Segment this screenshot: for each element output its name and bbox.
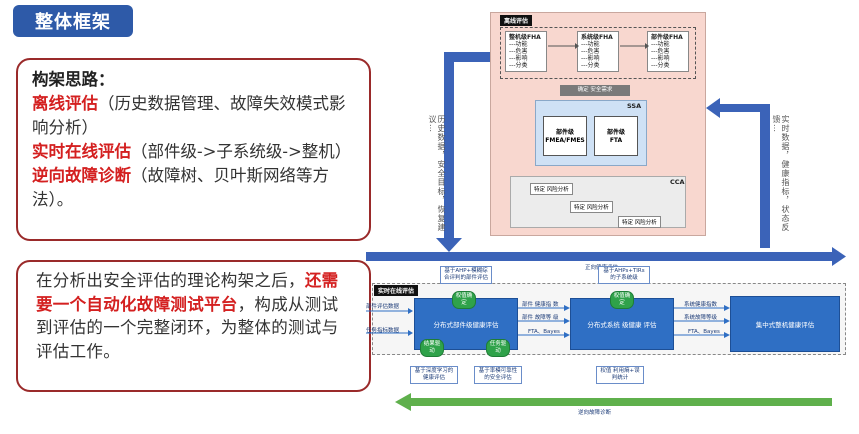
left-down-arrow — [444, 52, 454, 242]
framework-item-key: 逆向故障诊断 — [32, 166, 131, 185]
left-arrow-top — [454, 52, 490, 62]
summary-text: 在分析出安全评估的理论构架之后， — [36, 271, 305, 290]
right-vertical-text: 实时数据，健康指标，状态反馈… — [772, 115, 790, 232]
flow-label: 系统健康指数 — [684, 302, 718, 308]
green-tag: 结果驱动 — [420, 339, 444, 357]
forward-arrow — [366, 252, 836, 261]
input-label: 部件评估数据 — [366, 304, 400, 310]
flow-label: 部件 故障等 级 — [522, 315, 559, 321]
green-tag: 权值确定 — [452, 291, 476, 309]
fha-card: 系统级FHA ---功能 ---危害 ---影响 ---分类 — [577, 31, 619, 72]
ssa-label: SSA — [627, 102, 642, 110]
fmea-doc: 部件级 FMEA/FMES — [543, 116, 587, 156]
safety-requirement: 确定 安全需求 — [560, 85, 630, 96]
flow-label: 系统故障等级 — [684, 315, 718, 321]
framework-item-desc: （历史数据管理、故障失效模式影响分析） — [32, 94, 346, 137]
reverse-arrow — [410, 398, 832, 406]
framework-box: 构架思路： 离线评估（历史数据管理、故障失效模式影响分析） 实时在线评估（部件级… — [16, 58, 371, 241]
cca-chip: 特定 风险分析 — [618, 216, 661, 228]
framework-heading: 构架思路： — [32, 70, 115, 89]
flow-arrows — [518, 305, 730, 338]
left-vertical-text: 历史数据，安全目标，恢复建议… — [428, 115, 446, 232]
cca-label: CCA — [670, 178, 685, 186]
input-label: 任务指标数据 — [366, 328, 400, 334]
green-tag: 权值确定 — [610, 291, 634, 309]
fha-group — [500, 27, 696, 79]
fha-card: 整机级FHA ---功能 ---危害 ---影响 ---分类 — [505, 31, 547, 72]
right-up-arrow — [760, 108, 770, 248]
forward-arrow-head — [832, 247, 846, 266]
fha-arrows — [548, 43, 649, 49]
framework-item-desc: （部件级->子系统级->整机） — [131, 142, 352, 161]
reverse-arrow-head — [395, 393, 411, 411]
framework-item-desc: （故障树、贝叶斯网络等方法）。 — [32, 166, 329, 209]
bottom-label: 权值 利用熵+误判统计 — [596, 366, 644, 384]
realtime-header: 实时在线评估 — [374, 285, 419, 296]
page-title: 整体框架 — [13, 5, 133, 37]
summary-text: ，构成从测试到评估的一个完整闭环，为整体的测试与评估工作。 — [36, 294, 339, 361]
left-arrow-head — [436, 238, 462, 252]
framework-item-key: 离线评估 — [32, 94, 98, 113]
subsystem-assessment-box: 分布式系统 级健康 评估 — [570, 298, 674, 350]
green-tag: 任务驱动 — [486, 339, 510, 357]
framework-item-key: 实时在线评估 — [32, 142, 131, 161]
offline-header: 离线评估 — [500, 15, 533, 26]
cca-chip: 特定 风险分析 — [530, 183, 573, 195]
fha-card: 部件级FHA ---功能 ---危害 ---影响 ---分类 — [647, 31, 689, 72]
top-label: 基于AHPs+TIRs的子系统级 — [598, 266, 650, 284]
summary-highlight: 还需要一个自动化故障测试平台 — [36, 271, 339, 314]
flow-label: FTA、Bayes — [688, 329, 720, 335]
fta-doc: 部件级 FTA — [594, 116, 638, 156]
reverse-label: 逆向故障诊断 — [578, 410, 612, 416]
flow-label: FTA、Bayes — [528, 329, 560, 335]
cca-chip: 特定 风险分析 — [570, 201, 613, 213]
summary-box: 在分析出安全评估的理论构架之后，还需要一个自动化故障测试平台，构成从测试到评估的… — [16, 260, 371, 392]
input-arrows — [366, 308, 413, 336]
top-label: 基于AHP+模糊综合评判的部件评估 — [440, 266, 492, 284]
right-arrow-head — [706, 98, 770, 118]
system-assessment-box: 集中式整机健康评估 — [730, 296, 840, 352]
bottom-label: 基于率模可靠性的安全评估 — [474, 366, 522, 384]
flow-label: 部件 健康指 数 — [522, 302, 559, 308]
bottom-label: 基于深度学习的健康评估 — [410, 366, 458, 384]
